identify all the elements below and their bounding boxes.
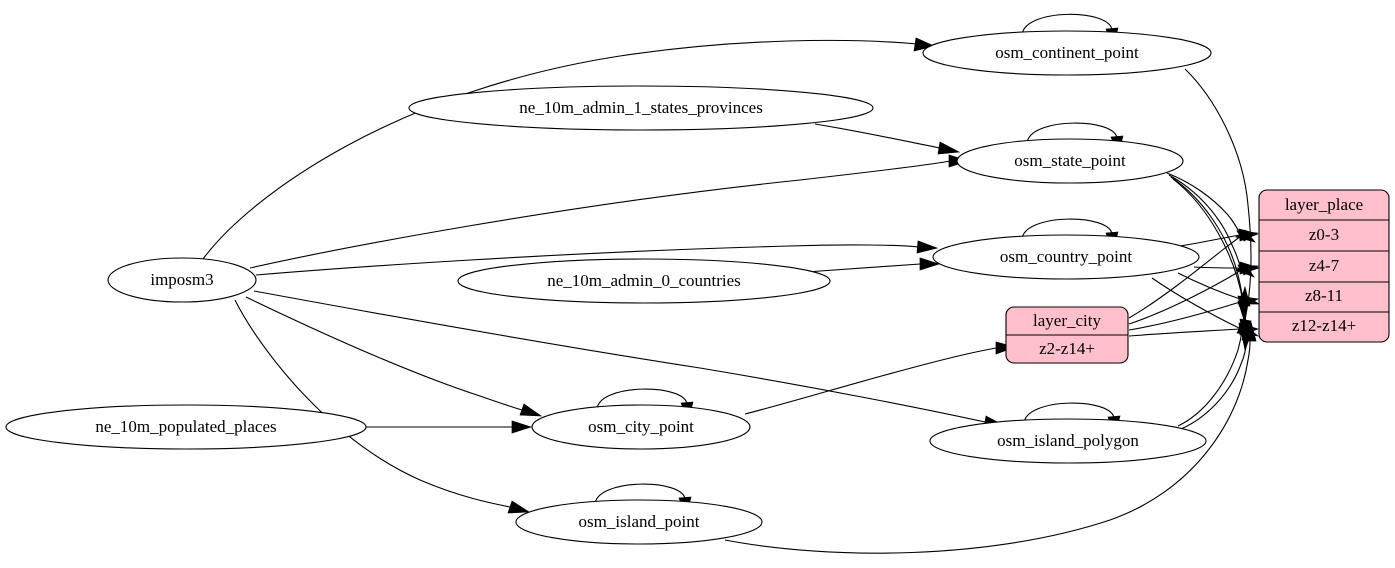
node-ne-10m-populated-places[interactable]: ne_10m_populated_places xyxy=(5,404,367,450)
edge-layer-city-to-layer-place-z4 xyxy=(1128,269,1242,325)
edge-osm-island-polygon-self-loop xyxy=(1023,402,1115,425)
edge-osm-country-point-self-loop xyxy=(1021,218,1113,241)
record-node-layer-place[interactable]: layer_place z0-3 z4-7 z8-11 z12-z14+ xyxy=(1258,189,1390,343)
node-shape-ellipse[interactable] xyxy=(457,258,831,304)
node-label-osm-country-point: osm_country_point xyxy=(1000,247,1132,266)
node-shape-ellipse[interactable] xyxy=(408,85,874,131)
arrowhead-icon xyxy=(913,37,936,52)
edge-osm-island-point-self-loop xyxy=(594,483,686,506)
node-osm-city-point[interactable]: osm_city_point xyxy=(531,404,751,450)
edge-imposm3-to-osm-island-polygon xyxy=(253,290,986,423)
node-shape-ellipse[interactable] xyxy=(515,499,763,545)
edge-layer-city-to-layer-place-z12 xyxy=(1128,328,1241,337)
record-row-layer-place-0[interactable]: z0-3 xyxy=(1309,225,1339,244)
edge-osm-city-point-self-loop xyxy=(596,388,688,411)
node-shape-ellipse[interactable] xyxy=(956,138,1184,184)
edge-osm-state-point-to-layer-place-z12 xyxy=(1172,178,1247,331)
edge-osm-continent-point-to-layer-place-z12 xyxy=(1184,68,1252,321)
node-label-osm-state-point: osm_state_point xyxy=(1014,151,1126,170)
edge-osm-country-point-to-layer-place-z0 xyxy=(1179,234,1241,247)
node-osm-island-polygon[interactable]: osm_island_polygon xyxy=(929,418,1207,464)
node-osm-country-point[interactable]: osm_country_point xyxy=(932,234,1200,280)
record-row-layer-place-3[interactable]: z12-z14+ xyxy=(1292,316,1356,335)
edge-osm-country-point-to-layer-place-z12 xyxy=(1151,277,1240,329)
node-shape-ellipse[interactable] xyxy=(929,418,1207,464)
arrowhead-icon xyxy=(937,141,961,155)
node-shape-ellipse[interactable] xyxy=(5,404,367,450)
node-label-imposm3: imposm3 xyxy=(150,270,213,289)
node-shape-ellipse[interactable] xyxy=(932,234,1200,280)
edge-osm-continent-point-self-loop xyxy=(1021,13,1113,37)
edge-osm-island-polygon-to-layer-place-z12 xyxy=(1180,339,1248,430)
arrowhead-icon xyxy=(519,403,543,417)
record-title-layer-place: layer_place xyxy=(1285,195,1363,214)
arrowhead-icon xyxy=(1238,285,1251,307)
arrowhead-icon xyxy=(1236,230,1259,242)
record-title-layer-city: layer_city xyxy=(1033,311,1101,330)
edge-ne-states-to-osm-state-point xyxy=(814,123,941,149)
edge-layer-city-to-layer-place-z8 xyxy=(1128,301,1241,331)
arrowhead-icon xyxy=(511,420,533,434)
node-osm-state-point[interactable]: osm_state_point xyxy=(956,138,1184,184)
node-label-osm-island-point: osm_island_point xyxy=(579,512,700,531)
edge-osm-state-point-self-loop xyxy=(1026,122,1118,145)
node-imposm3[interactable]: imposm3 xyxy=(107,257,257,303)
edge-layer-city-to-layer-place-z0 xyxy=(1128,235,1242,319)
arrowhead-icon xyxy=(507,500,531,514)
edge-osm-state-point-to-layer-place-z4 xyxy=(1168,174,1242,269)
node-osm-continent-point[interactable]: osm_continent_point xyxy=(922,30,1212,76)
edge-imposm3-to-osm-continent-point xyxy=(202,39,918,260)
record-node-layer-city[interactable]: layer_city z2-z14+ xyxy=(1005,306,1129,364)
arrowhead-icon xyxy=(1244,320,1257,342)
node-osm-island-point[interactable]: osm_island_point xyxy=(515,499,763,545)
record-row-layer-city-0[interactable]: z2-z14+ xyxy=(1039,339,1095,358)
arrowhead-icon xyxy=(919,257,941,271)
record-row-layer-place-2[interactable]: z8-11 xyxy=(1305,286,1343,305)
edge-imposm3-to-osm-city-point xyxy=(245,296,523,411)
record-row-layer-place-1[interactable]: z4-7 xyxy=(1309,256,1340,275)
node-label-osm-continent-point: osm_continent_point xyxy=(995,43,1139,62)
node-shape-ellipse[interactable] xyxy=(922,30,1212,76)
edge-osm-state-point-to-layer-place-z0 xyxy=(1166,172,1241,235)
node-label-ne-countries: ne_10m_admin_0_countries xyxy=(547,271,741,290)
edge-imposm3-to-osm-island-point xyxy=(234,299,511,508)
edge-osm-island-polygon-to-layer-place-z8 xyxy=(1177,304,1245,427)
node-layer: imposm3 ne_10m_admin_1_states_provinces … xyxy=(5,30,1212,545)
edge-osm-island-point-to-layer-place-z12 xyxy=(724,340,1251,554)
node-label-ne-places: ne_10m_populated_places xyxy=(95,417,276,436)
node-shape-ellipse[interactable] xyxy=(531,404,751,450)
node-label-osm-island-polygon: osm_island_polygon xyxy=(997,431,1139,450)
edge-imposm3-to-osm-country-point xyxy=(255,244,919,276)
arrowhead-icon xyxy=(1237,264,1260,276)
node-ne-10m-admin-1-states-provinces[interactable]: ne_10m_admin_1_states_provinces xyxy=(408,85,874,131)
node-label-osm-city-point: osm_city_point xyxy=(588,417,694,436)
edge-imposm3-to-osm-state-point xyxy=(249,160,951,269)
edge-ne-countries-to-osm-country-point xyxy=(805,263,921,273)
record-layer: layer_city z2-z14+ layer_place z0-3 z4-7… xyxy=(1005,189,1390,364)
arrowhead-icon xyxy=(916,240,939,254)
node-ne-10m-admin-0-countries[interactable]: ne_10m_admin_0_countries xyxy=(457,258,831,304)
edge-osm-city-point-to-layer-city-z2 xyxy=(744,347,997,415)
node-label-ne-states: ne_10m_admin_1_states_provinces xyxy=(519,98,763,117)
record-shape-layer-place[interactable] xyxy=(1258,189,1390,343)
edge-osm-country-point-to-layer-place-z4 xyxy=(1193,266,1241,269)
edge-osm-country-point-to-layer-place-z8 xyxy=(1177,272,1241,300)
node-shape-ellipse[interactable] xyxy=(107,257,257,303)
